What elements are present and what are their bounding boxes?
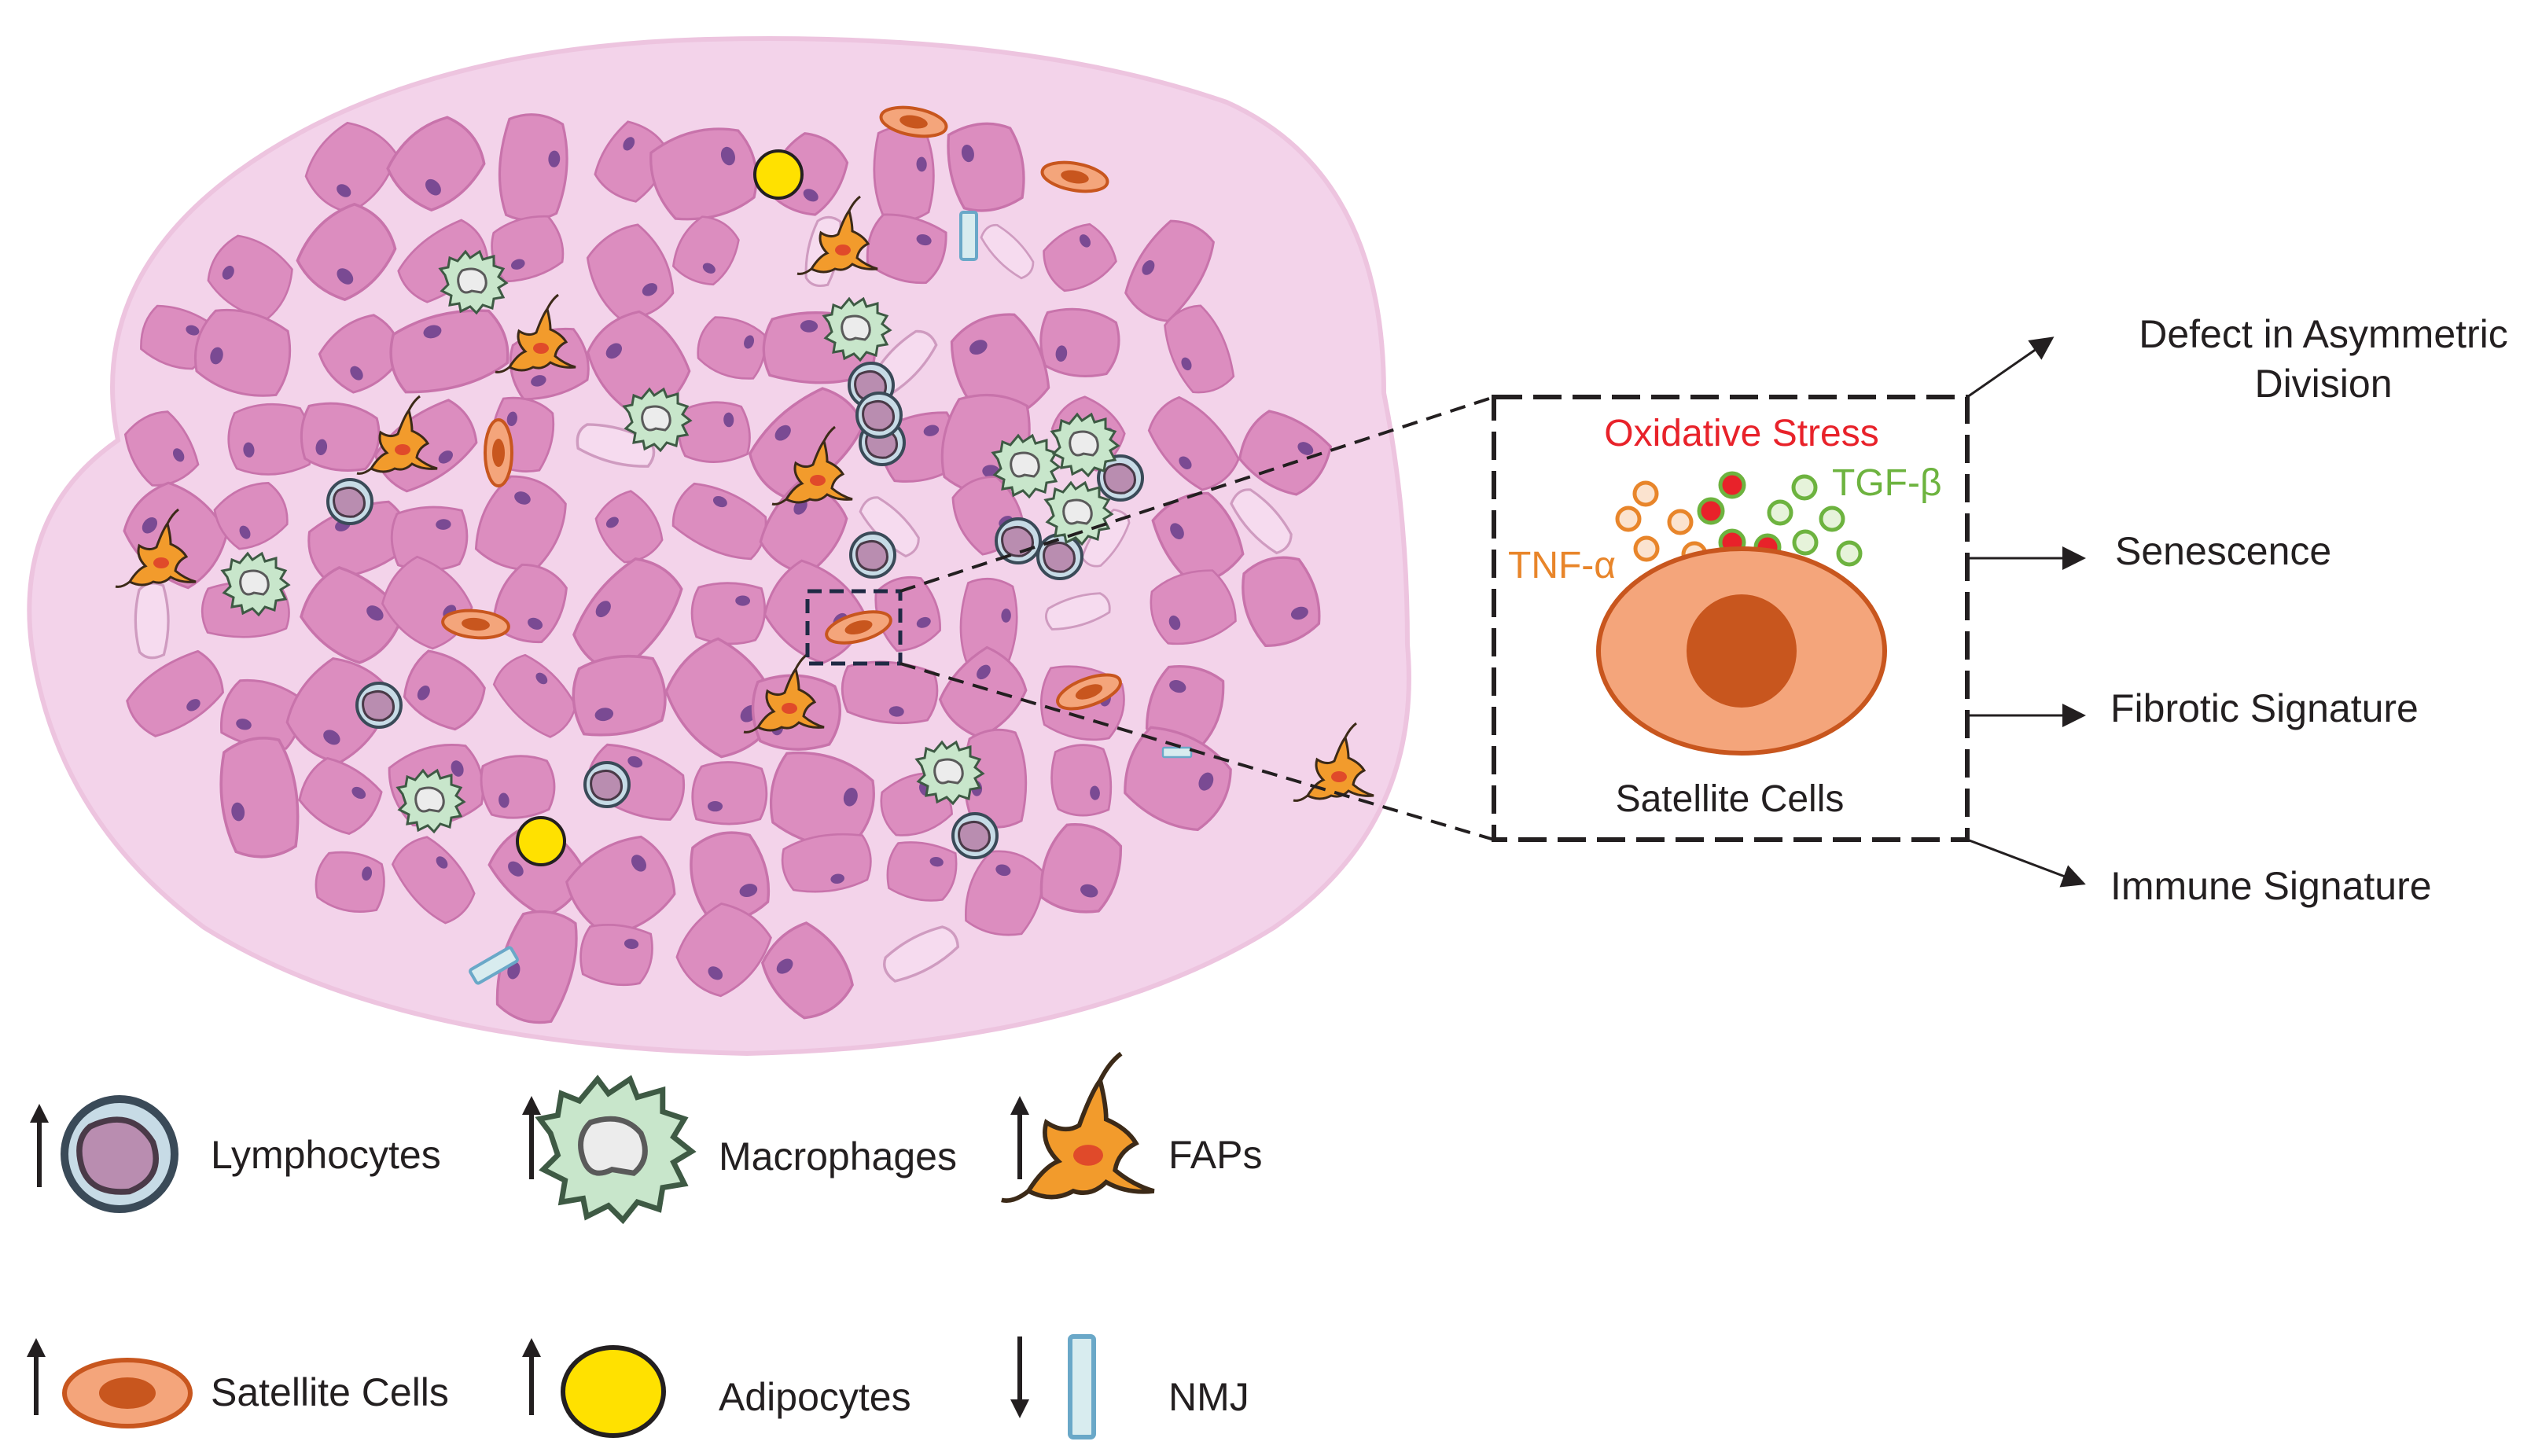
up-arrow-icon: [1010, 1096, 1029, 1179]
muscle-fiber: [132, 581, 171, 660]
nmj-icon: [1068, 1334, 1096, 1439]
muscle-fiber: [691, 761, 768, 825]
legend-item-satellite-cells: Satellite Cells: [27, 1338, 449, 1428]
down-arrow-icon: [1010, 1337, 1029, 1418]
legend-label-satellite-cells: Satellite Cells: [211, 1370, 449, 1414]
adipocyte: [516, 816, 566, 866]
arrow-immune: [1966, 838, 2086, 888]
lymphocyte: [583, 761, 631, 808]
legend-item-nmj: NMJ: [1010, 1334, 1249, 1439]
tissue-cross-section: [27, 36, 1411, 1057]
muscle-fiber: [676, 399, 752, 465]
outcome-arrows: [1966, 336, 2086, 888]
macrophage-icon: [539, 1079, 691, 1220]
legend-label-macrophages: Macrophages: [719, 1134, 957, 1178]
legend-label-adipocytes: Adipocytes: [719, 1375, 911, 1419]
arrow-asymmetric-division: [1966, 336, 2055, 399]
satellite-cell-icon: [62, 1358, 193, 1428]
muscle-fiber: [1047, 741, 1115, 819]
legend-label-lymphocytes: Lymphocytes: [211, 1133, 441, 1177]
muscle-fiber: [870, 124, 937, 224]
zoom-source-box: [805, 589, 903, 666]
legend-item-adipocytes: Adipocytes: [522, 1338, 911, 1438]
legend: Lymphocytes Macrophages FAPs: [27, 1053, 1262, 1439]
adipocyte: [753, 149, 804, 200]
lymphocyte: [951, 812, 999, 859]
lymphocyte: [1036, 533, 1083, 580]
lymphocyte-icon: [64, 1099, 175, 1209]
legend-item-macrophages: Macrophages: [522, 1079, 957, 1220]
outcome-senescence: Senescence: [2115, 529, 2331, 573]
fap-icon: [1002, 1053, 1154, 1200]
muscle-fiber: [690, 581, 767, 646]
up-arrow-icon: [27, 1338, 46, 1415]
legend-item-lymphocytes: Lymphocytes: [30, 1099, 441, 1209]
legend-item-faps: FAPs: [1002, 1053, 1262, 1200]
satellite-cell-nucleus: [1687, 594, 1797, 708]
lymphocyte: [326, 478, 373, 525]
tgf-beta-label: TGF-β: [1832, 462, 1942, 504]
outcome-asymmetric-line2: Division: [2254, 362, 2392, 406]
legend-label-nmj: NMJ: [1168, 1375, 1249, 1419]
zoom-line-bottom: [899, 662, 1495, 841]
nmj: [959, 211, 978, 261]
zoom-line-top: [899, 395, 1495, 593]
outcome-fibrotic-signature: Fibrotic Signature: [2110, 686, 2419, 730]
up-arrow-icon: [522, 1096, 541, 1179]
adipocyte-icon: [561, 1345, 666, 1438]
up-arrow-icon: [30, 1104, 49, 1187]
satellite-cell-inset: Oxidative Stress TGF-β TNF-α Satellite C…: [1492, 395, 1970, 842]
satellite-cells-inset-label: Satellite Cells: [1616, 778, 1845, 820]
outcome-asymmetric-line1: Defect in Asymmetric: [2139, 312, 2508, 356]
legend-label-faps: FAPs: [1168, 1133, 1262, 1177]
lymphocyte: [855, 392, 903, 439]
lymphocyte: [849, 531, 896, 579]
muscle-fiber: [495, 112, 571, 224]
outcome-immune-signature: Immune Signature: [2110, 864, 2432, 908]
tnf-alpha-label: TNF-α: [1508, 545, 1616, 586]
oxidative-stress-label: Oxidative Stress: [1604, 413, 1878, 454]
satellite-cell: [484, 418, 513, 487]
up-arrow-icon: [522, 1338, 541, 1415]
lymphocyte: [355, 682, 403, 729]
nmj: [1161, 746, 1193, 759]
muscle-fiber: [477, 751, 559, 822]
